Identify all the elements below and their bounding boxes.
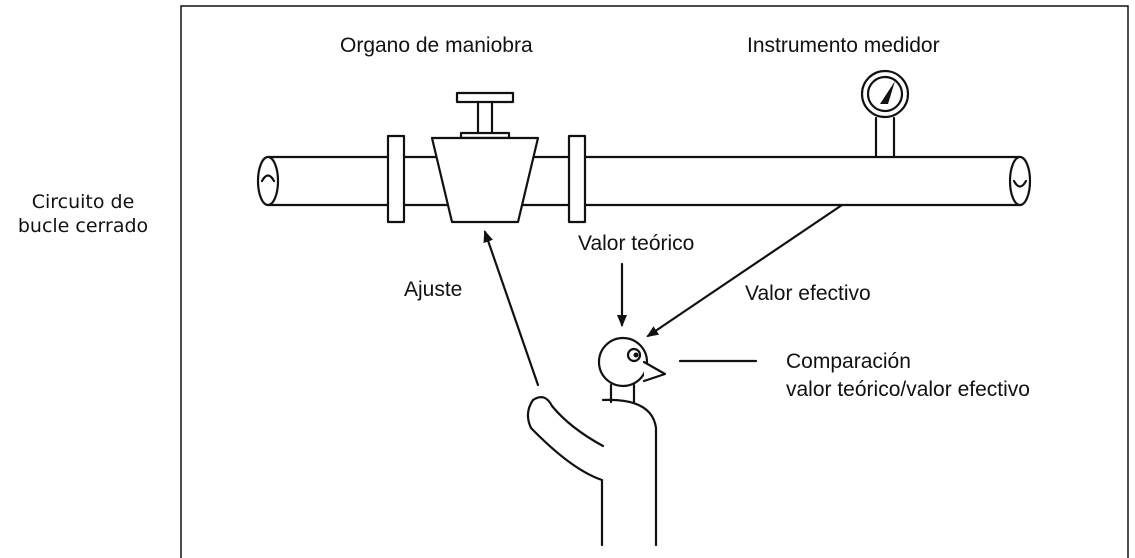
diagram-frame <box>180 5 1129 558</box>
comparison-label-line1: Comparación <box>786 350 911 373</box>
side-label: Circuito de bucle cerrado <box>8 190 158 238</box>
actual-value-arrow <box>646 203 844 338</box>
left-flange <box>386 134 406 224</box>
pipe <box>256 155 1032 207</box>
actuator-label: Organo de maniobra <box>340 34 533 57</box>
side-label-line2: bucle cerrado <box>17 215 149 237</box>
actual-value-label: Valor efectivo <box>745 282 871 305</box>
setpoint-label: Valor teórico <box>578 232 694 255</box>
comparison-label-line2: valor teórico/valor efectivo <box>786 378 1030 401</box>
gauge <box>860 69 910 159</box>
adjust-label: Ajuste <box>404 278 462 301</box>
instrument-label: Instrumento medidor <box>747 34 940 57</box>
side-label-line1: Circuito de <box>31 191 135 213</box>
operator-figure <box>526 336 667 547</box>
adjust-arrow <box>483 230 540 387</box>
right-flange <box>567 134 587 224</box>
valve <box>430 91 540 224</box>
